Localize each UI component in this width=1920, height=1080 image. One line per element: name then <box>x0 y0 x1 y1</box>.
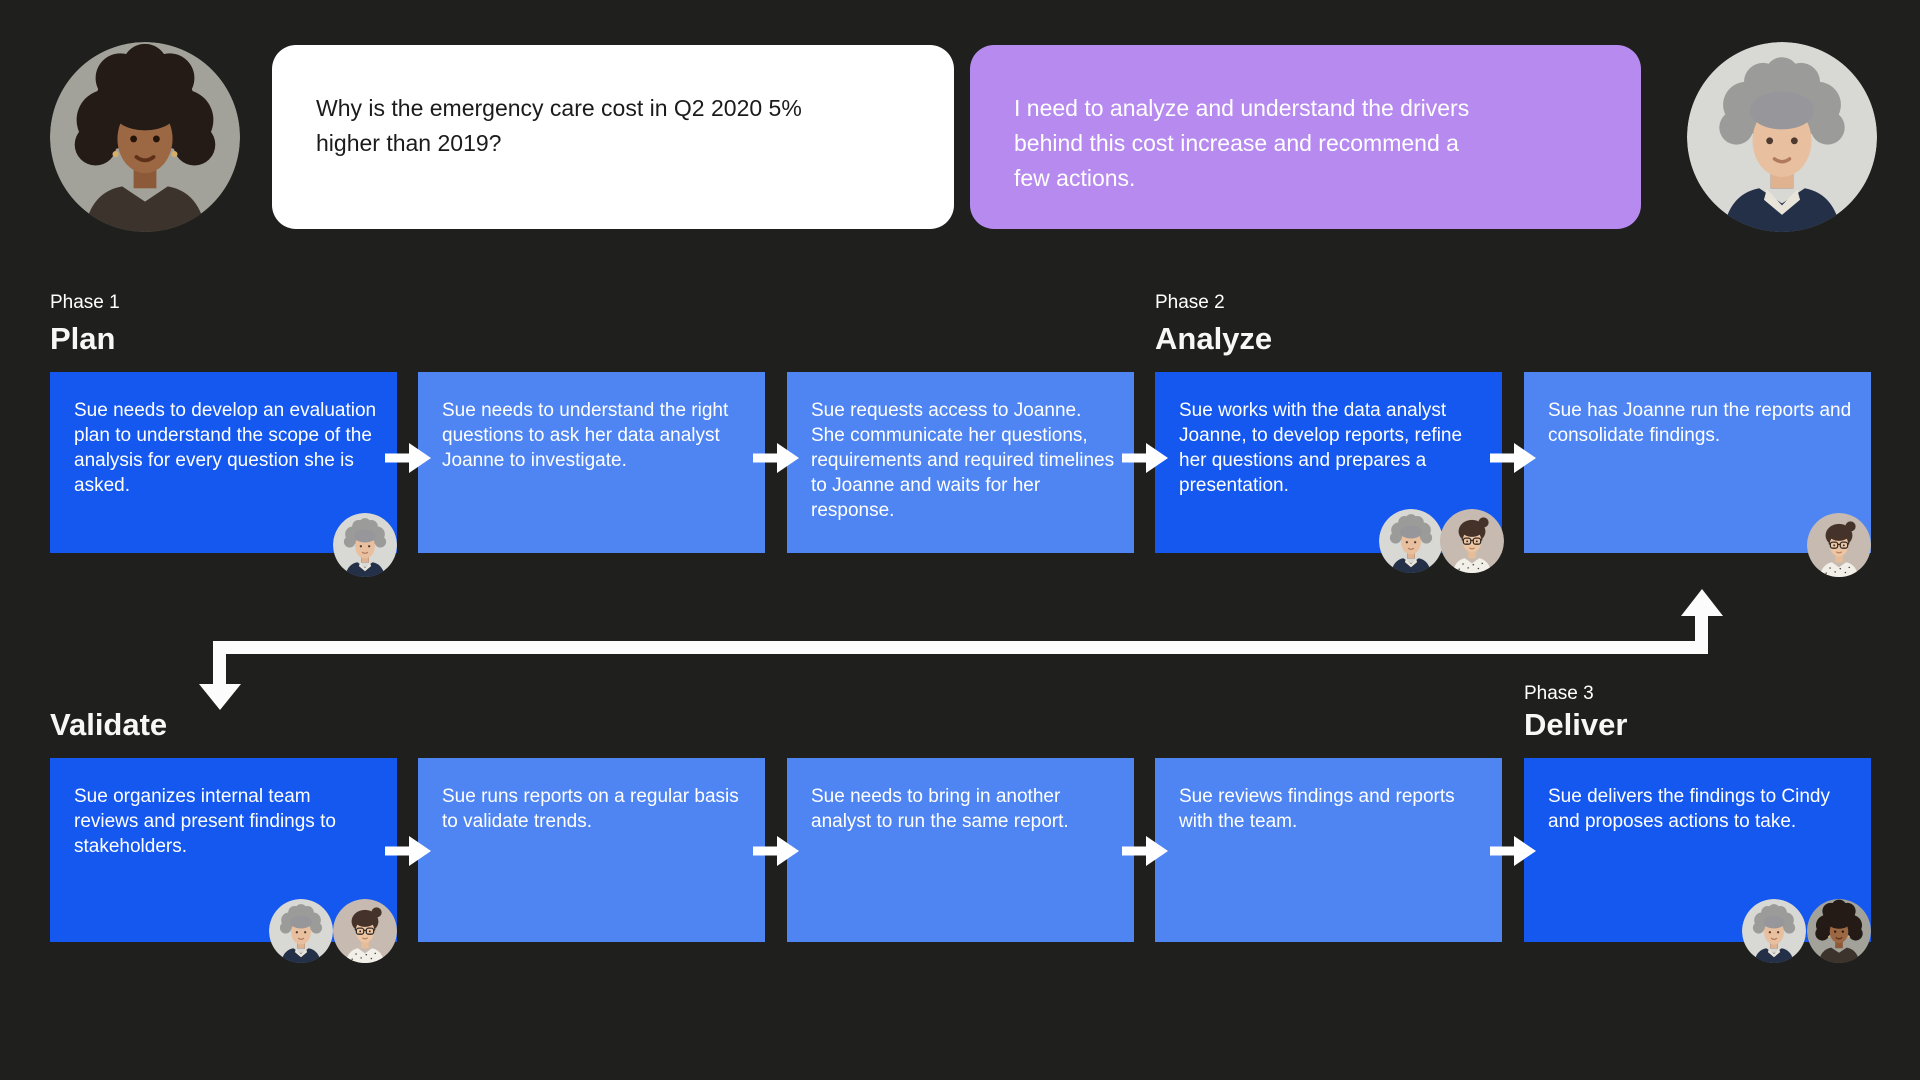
arrow-right-icon <box>385 836 431 866</box>
card-deliver-1: Sue delivers the findings to Cindy and p… <box>1524 758 1871 942</box>
arrow-down-icon <box>199 684 241 710</box>
cindy-question-text: Why is the emergency care cost in Q2 202… <box>316 95 802 156</box>
arrow-right-icon <box>1122 443 1168 473</box>
card-analyze-2: Sue has Joanne run the reports and conso… <box>1524 372 1871 553</box>
return-arrow-right-stem <box>1695 616 1708 654</box>
card-plan-1: Sue needs to develop an evaluation plan … <box>50 372 397 553</box>
avatar-sue <box>1687 42 1877 232</box>
avatar-cindy <box>50 42 240 232</box>
avatar-sue-badge <box>269 899 333 963</box>
arrow-up-icon <box>1681 589 1723 616</box>
arrow-right-icon <box>753 836 799 866</box>
return-arrow-bar <box>213 641 1708 654</box>
plan-title: Plan <box>50 321 116 356</box>
card-plan-2: Sue needs to understand the right questi… <box>418 372 765 553</box>
phase-2-label: Phase 2 <box>1155 292 1225 313</box>
phase-1-label: Phase 1 <box>50 292 120 313</box>
card-plan-3: Sue requests access to Joanne. She commu… <box>787 372 1134 553</box>
phase-3-label: Phase 3 <box>1524 683 1594 704</box>
arrow-right-icon <box>385 443 431 473</box>
deliver-title: Deliver <box>1524 707 1628 742</box>
validate-title: Validate <box>50 707 168 742</box>
avatar-cindy-badge <box>1807 899 1871 963</box>
speech-bubble-cindy: Why is the emergency care cost in Q2 202… <box>272 45 954 229</box>
avatar-joanne-badge <box>1807 513 1871 577</box>
avatar-joanne-badge <box>333 899 397 963</box>
speech-bubble-sue: I need to analyze and understand the dri… <box>970 45 1641 229</box>
avatar-joanne-badge <box>1440 509 1504 573</box>
card-validate-3: Sue needs to bring in another analyst to… <box>787 758 1134 942</box>
arrow-right-icon <box>1490 443 1536 473</box>
card-validate-1: Sue organizes internal team reviews and … <box>50 758 397 942</box>
arrow-right-icon <box>1490 836 1536 866</box>
card-analyze-1: Sue works with the data analyst Joanne, … <box>1155 372 1502 553</box>
sue-response-text: I need to analyze and understand the dri… <box>1014 95 1470 191</box>
card-validate-4: Sue reviews findings and reports with th… <box>1155 758 1502 942</box>
avatar-sue-badge <box>1379 509 1443 573</box>
avatar-sue-badge <box>1742 899 1806 963</box>
card-validate-2: Sue runs reports on a regular basis to v… <box>418 758 765 942</box>
return-arrow-left-stem <box>213 641 226 684</box>
avatar-sue-badge <box>333 513 397 577</box>
arrow-right-icon <box>753 443 799 473</box>
analyze-title: Analyze <box>1155 321 1273 356</box>
arrow-right-icon <box>1122 836 1168 866</box>
